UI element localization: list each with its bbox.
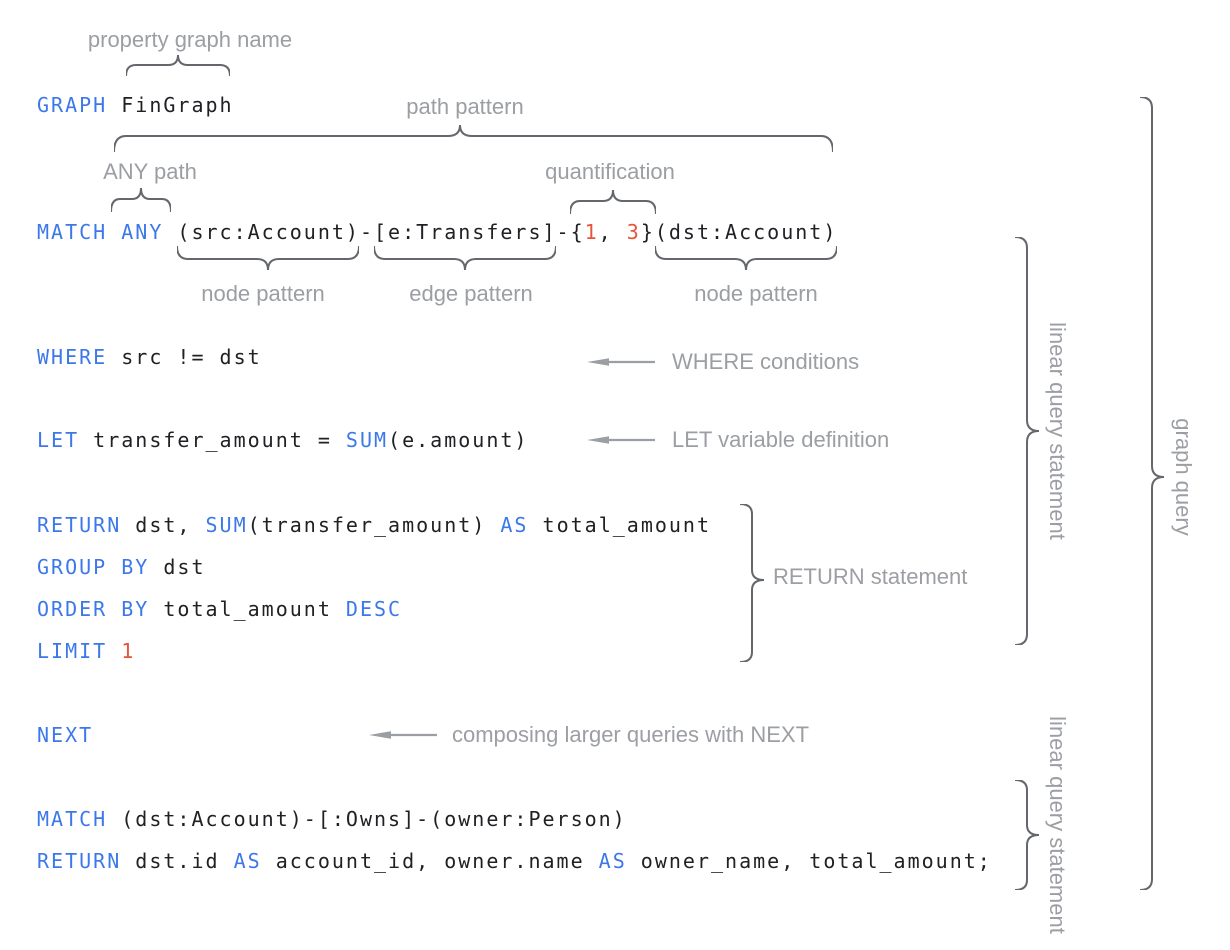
keyword-as: AS [233, 849, 262, 873]
code-line-final-return: RETURN dst.id AS account_id, owner.name … [37, 847, 992, 875]
label-node-pattern-src: node pattern [201, 281, 325, 306]
code-line-limit: LIMIT 1 [37, 637, 135, 665]
code-line-where: WHERE src != dst [37, 343, 262, 371]
code-line-return: RETURN dst, SUM(transfer_amount) AS tota… [37, 511, 711, 539]
left-arrow-where [587, 358, 655, 366]
order-by-key-text: total_amount [163, 597, 346, 621]
code-line-next: NEXT [37, 721, 93, 749]
return-item-text: dst.id [135, 849, 234, 873]
keyword-sum: SUM [205, 513, 248, 537]
keyword-return: RETURN [37, 513, 136, 537]
keyword-graph: GRAPH [37, 93, 122, 117]
dst-node-pattern-text: }(dst:Account) [640, 220, 838, 244]
where-condition-text: src != dst [121, 345, 262, 369]
label-let-variable-definition: LET variable definition [672, 427, 890, 452]
brace-return-statement [740, 504, 764, 662]
left-arrow-next [369, 731, 437, 739]
brace-quantification [570, 190, 656, 214]
keyword-group-by: GROUP BY [37, 555, 164, 579]
brace-linear-query-statement-bottom [1015, 780, 1039, 890]
brace-path-pattern [114, 125, 833, 152]
brace-node-pattern-dst [655, 246, 837, 270]
code-line-match-path: MATCH ANY (src:Account)-[e:Transfers]-{1… [37, 218, 837, 246]
keyword-let: LET [37, 428, 94, 452]
alias-text: owner_name, total_amount; [626, 849, 992, 873]
code-line-group-by: GROUP BY dst [37, 553, 206, 581]
keyword-where: WHERE [37, 345, 122, 369]
let-assignment-text: transfer_amount = [93, 428, 346, 452]
path-pattern-text: (src:Account)-[e:Transfers]-{ [177, 220, 585, 244]
label-where-conditions: WHERE conditions [672, 349, 860, 374]
brace-node-pattern-src [177, 246, 359, 270]
keyword-desc: DESC [345, 597, 403, 621]
owns-pattern-text: (dst:Account)-[:Owns]-(owner:Person) [121, 807, 627, 831]
keyword-return: RETURN [37, 849, 136, 873]
graph-name: FinGraph [121, 93, 234, 117]
brace-linear-query-statement-top [1015, 237, 1039, 645]
label-linear-query-statement-bottom: linear query statement [1045, 716, 1070, 934]
keyword-match: MATCH [37, 807, 122, 831]
quantifier-upper-bound: 3 [626, 220, 641, 244]
code-line-graph-declaration: GRAPH FinGraph [37, 91, 234, 119]
keyword-as: AS [500, 513, 529, 537]
label-any-path: ANY path [103, 159, 197, 184]
label-return-statement: RETURN statement [773, 564, 968, 589]
label-node-pattern-dst: node pattern [694, 281, 818, 306]
keyword-next: NEXT [37, 723, 94, 747]
return-items-text: dst, [135, 513, 206, 537]
label-quantification: quantification [545, 159, 675, 184]
alias-text: account_id, owner.name [261, 849, 599, 873]
brace-edge-pattern [374, 246, 556, 270]
quantifier-lower-bound: 1 [584, 220, 599, 244]
code-line-order-by: ORDER BY total_amount DESC [37, 595, 402, 623]
keyword-limit: LIMIT [37, 639, 122, 663]
left-arrow-let [587, 436, 655, 444]
label-graph-query: graph query [1171, 418, 1196, 536]
brace-property-graph-name [126, 55, 230, 76]
code-line-let: LET transfer_amount = SUM(e.amount) [37, 426, 528, 454]
label-property-graph-name: property graph name [87, 27, 293, 52]
keyword-match-any: MATCH ANY [37, 220, 178, 244]
brace-graph-query [1140, 97, 1164, 890]
limit-value: 1 [121, 639, 136, 663]
group-by-key-text: dst [163, 555, 206, 579]
label-path-pattern: path pattern [406, 94, 524, 119]
sum-argument-text: (transfer_amount) [247, 513, 501, 537]
label-next-composition: composing larger queries with NEXT [452, 722, 810, 747]
label-linear-query-statement-top: linear query statement [1045, 322, 1070, 540]
keyword-order-by: ORDER BY [37, 597, 164, 621]
brace-any-path [111, 188, 171, 212]
keyword-as: AS [598, 849, 627, 873]
code-line-match-owns: MATCH (dst:Account)-[:Owns]-(owner:Perso… [37, 805, 627, 833]
quantifier-separator: , [598, 220, 627, 244]
keyword-sum: SUM [345, 428, 389, 452]
alias-text: total_amount [528, 513, 712, 537]
label-edge-pattern: edge pattern [409, 281, 533, 306]
sum-argument-text: (e.amount) [388, 428, 529, 452]
